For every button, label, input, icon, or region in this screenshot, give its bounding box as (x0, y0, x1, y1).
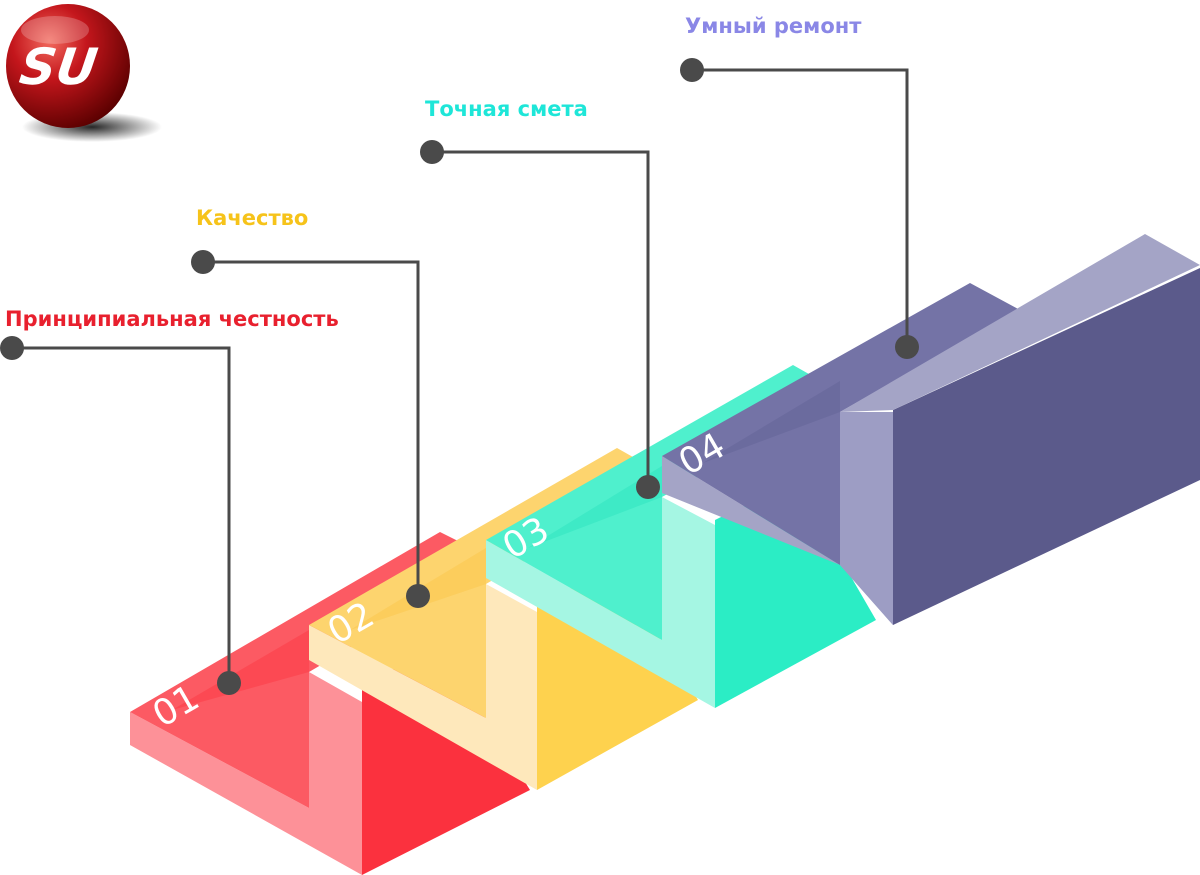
step-04-side-face-right (840, 412, 893, 625)
connector-04-line (692, 68, 909, 347)
connector-02-start-dot (191, 250, 215, 274)
step-02-side-face (309, 584, 537, 790)
step-labels: Принципиальная честность Качество Точная… (5, 14, 862, 331)
step-02-label: Качество (196, 206, 308, 230)
step-01-side-face (130, 672, 362, 875)
connector-02-end-dot (406, 584, 430, 608)
logo-ball (6, 4, 130, 128)
connector-dots (0, 58, 919, 695)
connector-01-end-dot (217, 671, 241, 695)
step-03-side-face (486, 497, 715, 708)
connector-03-line (432, 150, 650, 487)
connector-01-line (12, 346, 231, 683)
step-03-front-face (715, 480, 876, 708)
connector-04-start-dot (680, 58, 704, 82)
step-03-label: Точная смета (425, 97, 588, 121)
step-04-front-face (893, 268, 1200, 625)
step-03-top-shade (528, 466, 662, 548)
connector-03-start-dot (420, 140, 444, 164)
step-04-pillar-top (840, 234, 1200, 412)
logo: SU (6, 4, 162, 142)
logo-highlight (21, 16, 89, 44)
connector-01-start-dot (0, 336, 24, 360)
step-04-top-shade (703, 381, 840, 463)
connectors (12, 68, 909, 683)
step-04-label: Умный ремонт (685, 14, 862, 38)
connector-04-end-dot (895, 335, 919, 359)
logo-text: SU (16, 37, 101, 96)
step-01-top-shade (172, 630, 309, 710)
step-04: 04 (662, 234, 1200, 625)
connector-02-line (203, 260, 420, 596)
step-01-label: Принципиальная честность (5, 307, 339, 331)
connector-03-end-dot (636, 475, 660, 499)
step-04-top-face (662, 283, 1020, 565)
